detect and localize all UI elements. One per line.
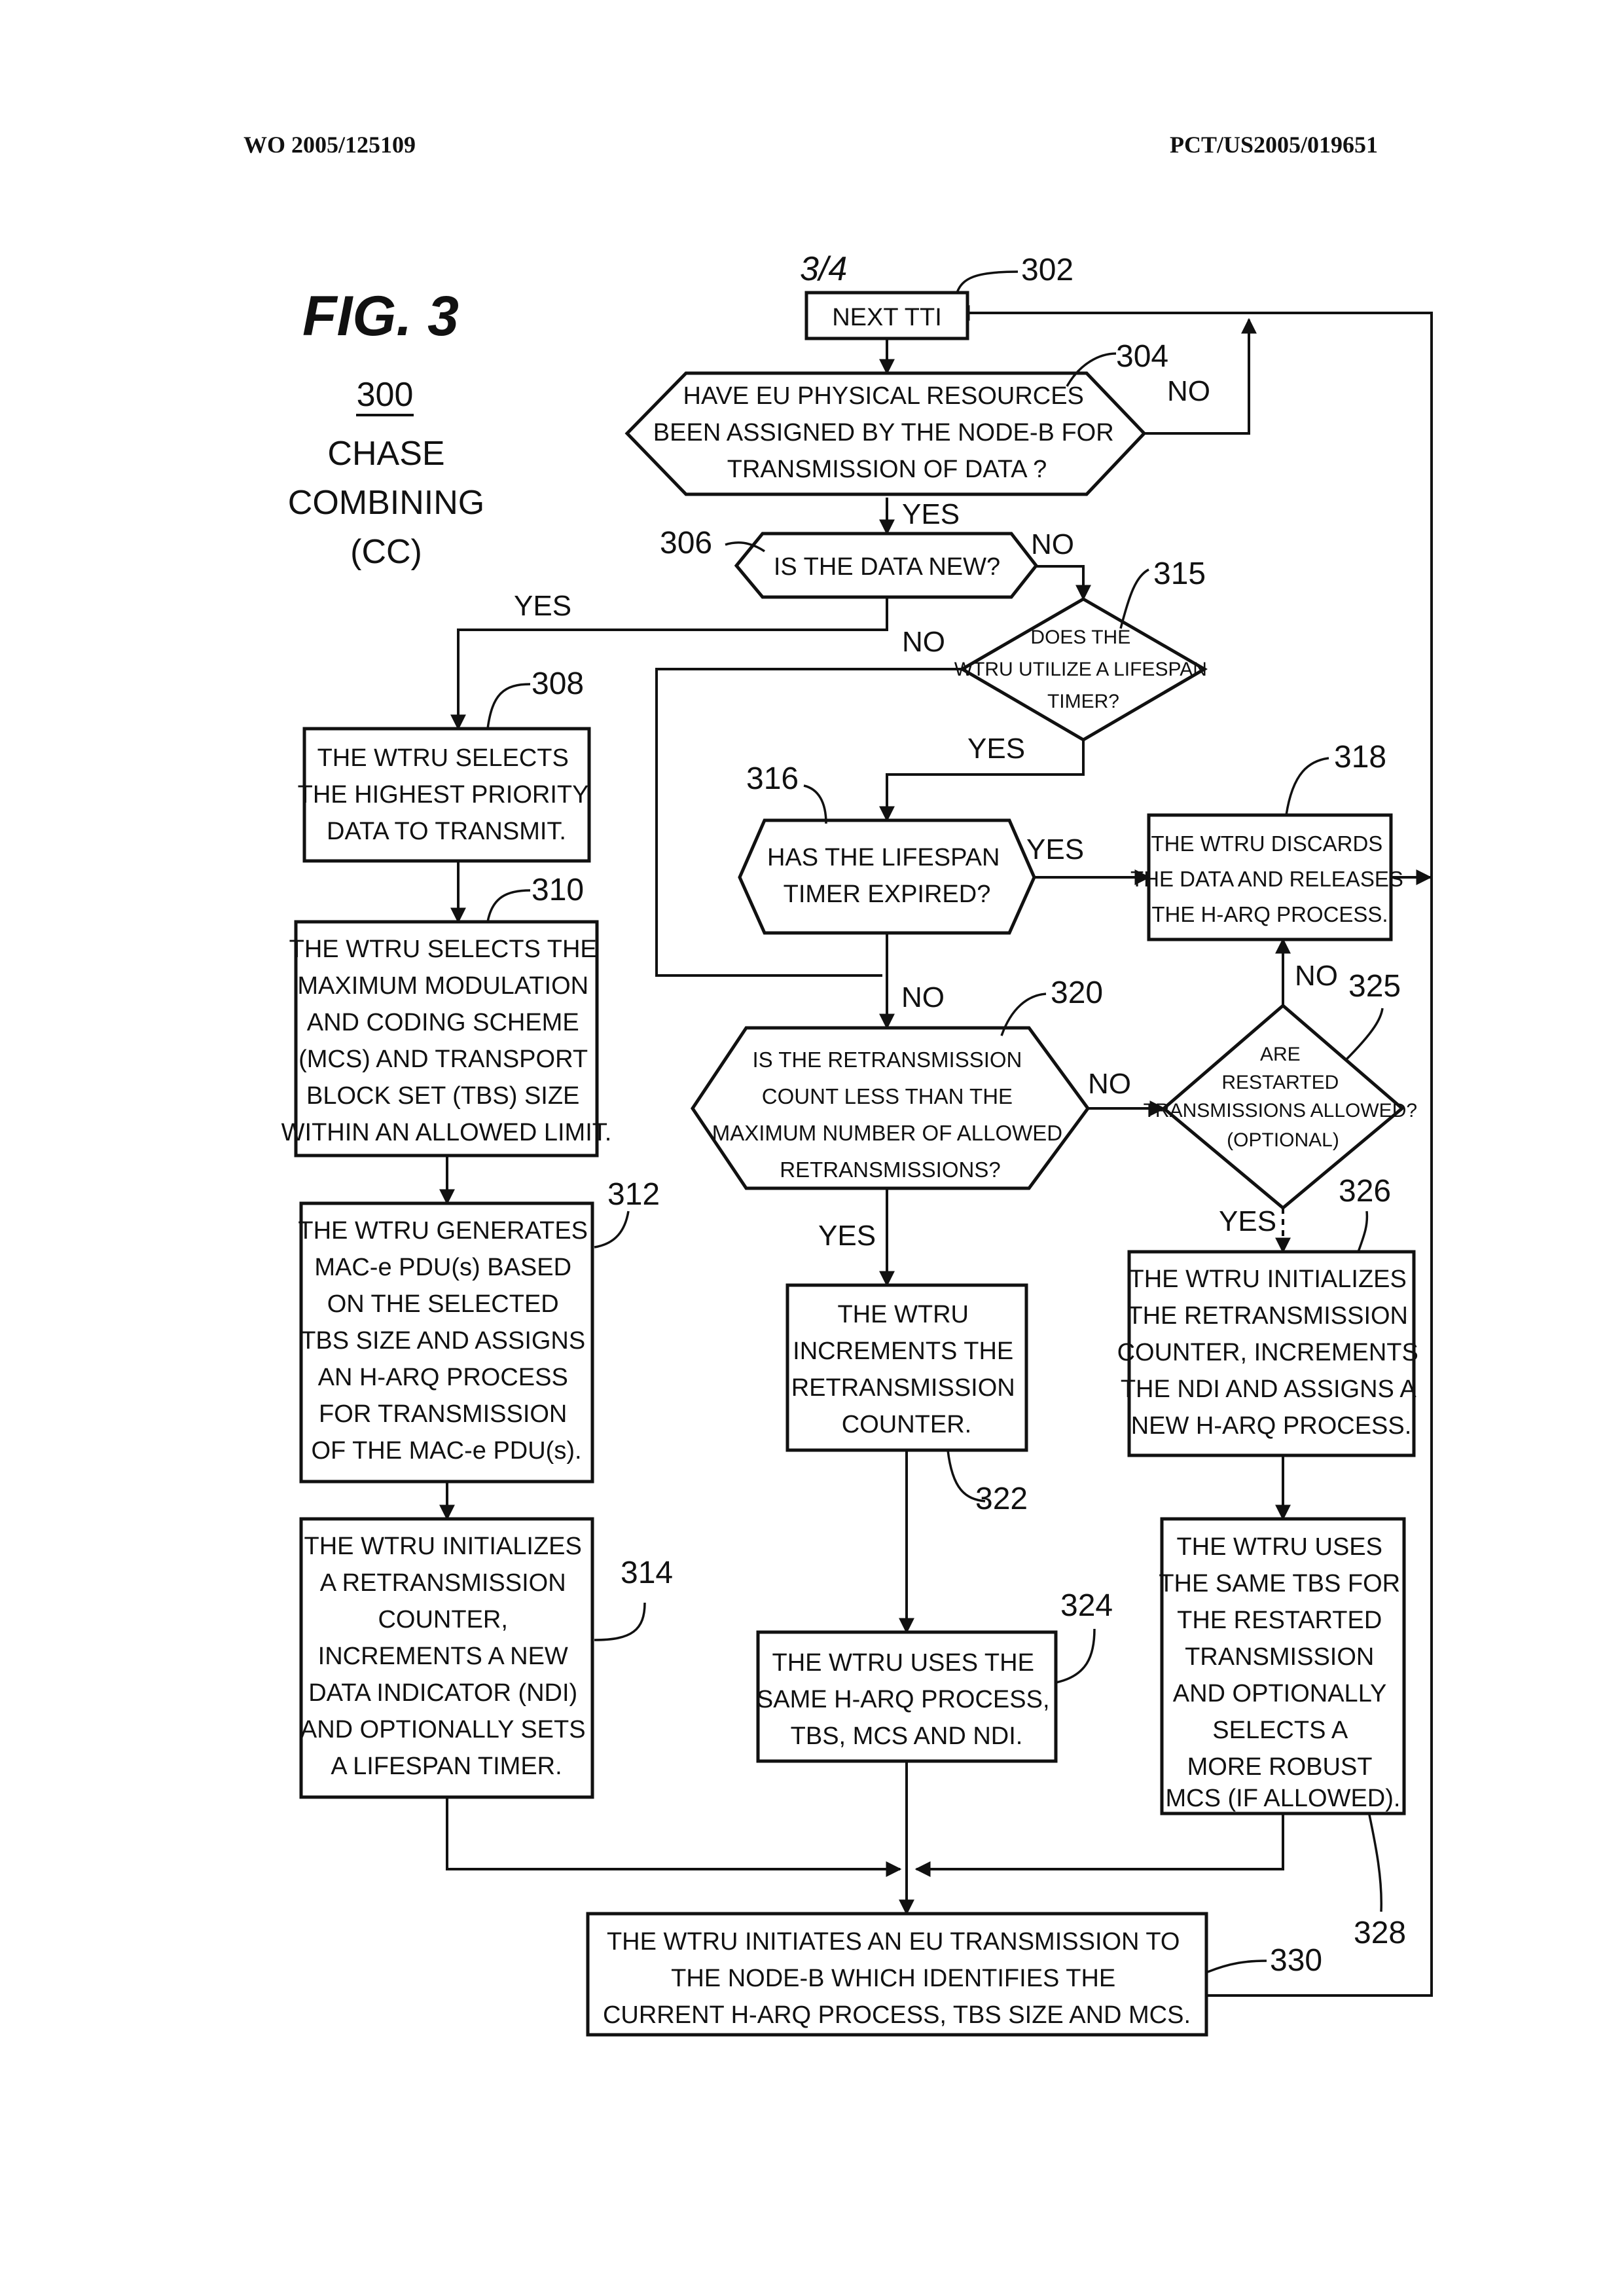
ref-318: 318 <box>1334 740 1386 774</box>
figure-name-line2: COMBINING <box>288 484 484 522</box>
leader-316 <box>804 786 826 824</box>
ref-306: 306 <box>660 526 712 560</box>
leader-324 <box>1056 1629 1094 1683</box>
node-314-text: THE WTRU INITIALIZES A RETRANSMISSION CO… <box>300 1533 592 1780</box>
ref-304: 304 <box>1116 339 1168 374</box>
ref-328: 328 <box>1354 1916 1406 1950</box>
ref-320: 320 <box>1051 975 1103 1010</box>
leader-318 <box>1286 758 1329 815</box>
leader-308 <box>488 684 530 729</box>
node-302-text: NEXT TTI <box>832 304 942 331</box>
label-315-yes: YES <box>967 733 1025 765</box>
ref-315: 315 <box>1153 556 1206 591</box>
node-306-text: IS THE DATA NEW? <box>774 553 1000 581</box>
node-312-text: THE WTRU GENERATES MAC-e PDU(s) BASED ON… <box>298 1217 594 1465</box>
label-304-yes: YES <box>902 498 960 530</box>
leader-325 <box>1345 1008 1382 1061</box>
ref-326: 326 <box>1339 1174 1391 1209</box>
leader-330 <box>1208 1961 1267 1972</box>
figure-title: FIG. 3 <box>302 285 459 348</box>
ref-302: 302 <box>1021 253 1074 287</box>
node-318-text: THE WTRU DISCARDS THE DATA AND RELEASES … <box>1130 831 1409 926</box>
figure-name-line3: (CC) <box>350 533 422 571</box>
ref-310: 310 <box>532 873 584 907</box>
label-320-yes: YES <box>818 1220 876 1252</box>
leader-326 <box>1358 1211 1367 1252</box>
leader-328 <box>1369 1815 1381 1912</box>
node-315-text: DOES THE WTRU UTILIZE A LIFESPAN TIMER? <box>954 627 1213 712</box>
figure-ref-number: 300 <box>357 376 414 414</box>
edge-328-merge <box>916 1813 1283 1869</box>
label-304-no: NO <box>1167 375 1210 407</box>
ref-314: 314 <box>621 1556 673 1590</box>
node-308-text: THE WTRU SELECTS THE HIGHEST PRIORITY DA… <box>298 744 596 845</box>
edge-314-merge <box>447 1797 900 1869</box>
label-316-no: NO <box>901 981 945 1013</box>
label-316-yes: YES <box>1026 833 1084 866</box>
label-306-yes: YES <box>514 590 571 622</box>
figure-name-line1: CHASE <box>327 435 444 473</box>
ref-325: 325 <box>1348 969 1401 1004</box>
ref-330: 330 <box>1270 1943 1322 1978</box>
leader-310 <box>488 890 530 922</box>
ref-324: 324 <box>1060 1588 1113 1623</box>
leader-302 <box>957 272 1018 293</box>
ref-322: 322 <box>975 1482 1028 1516</box>
node-324-text: THE WTRU USES THE SAME H-ARQ PROCESS, TB… <box>757 1649 1056 1750</box>
label-315-no: NO <box>902 626 945 658</box>
leader-315 <box>1121 570 1149 629</box>
edge-306-no <box>1036 566 1083 599</box>
node-316-decision <box>740 820 1034 933</box>
ref-312: 312 <box>607 1177 660 1212</box>
node-326-text: THE WTRU INITIALIZES THE RETRANSMISSION … <box>1117 1266 1426 1440</box>
leader-312 <box>594 1211 628 1247</box>
label-325-no: NO <box>1295 960 1338 992</box>
page-indicator: 3/4 <box>800 250 847 288</box>
ref-308: 308 <box>532 666 584 701</box>
node-330-text: THE WTRU INITIATES AN EU TRANSMISSION TO… <box>603 1928 1191 2029</box>
label-306-no: NO <box>1031 528 1074 560</box>
label-325-yes: YES <box>1219 1205 1276 1237</box>
leader-314 <box>594 1603 645 1640</box>
label-320-no: NO <box>1088 1068 1131 1100</box>
ref-316: 316 <box>746 761 799 796</box>
